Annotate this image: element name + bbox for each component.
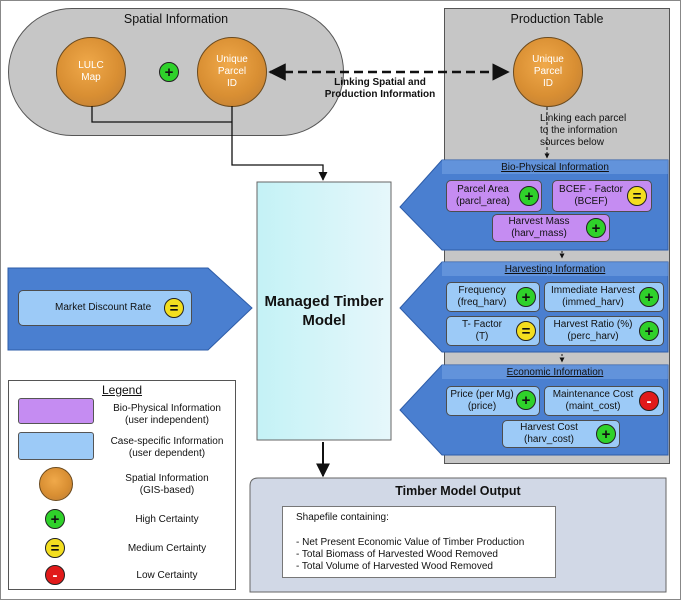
lulc-map-label: LULC Map (78, 60, 104, 83)
link-label: Linking Spatial and Production Informati… (324, 77, 436, 100)
legend-label-medium: Medium Certainty (127, 543, 207, 554)
legend-label-biophysical: Bio-Physical Information (user independe… (113, 403, 221, 426)
high-certainty-icon: + (516, 390, 536, 410)
model-title: Managed Timber Model (264, 293, 384, 329)
output-title: Timber Model Output (395, 484, 521, 498)
output-line-3: - Total Volume of Harvested Wood Removed (296, 561, 493, 572)
legend-medium-certainty-icon: = (45, 538, 65, 558)
production-parcel-id-node: Unique Parcel ID (513, 37, 583, 107)
legend-low-certainty-icon: - (45, 565, 65, 585)
frequency-label: Frequency (freq_harv) (457, 285, 507, 308)
production-parcel-id-label: Unique Parcel ID (532, 54, 564, 89)
price-label: Price (per Mg) (price) (450, 389, 514, 412)
legend-label-case-specific: Case-specific Information (user dependen… (110, 436, 224, 459)
biophysical-title: Bio-Physical Information (501, 162, 609, 173)
harvest-ratio-label: Harvest Ratio (%) (perc_harv) (553, 319, 633, 342)
high-certainty-icon: + (586, 218, 606, 238)
harvest-cost-label: Harvest Cost (harv_cost) (520, 422, 578, 445)
harvesting-title: Harvesting Information (504, 264, 606, 275)
bcef-factor-label: BCEF - Factor (BCEF) (559, 184, 623, 207)
economic-title: Economic Information (506, 367, 604, 378)
output-line-2: - Total Biomass of Harvested Wood Remove… (296, 549, 498, 560)
legend-high-certainty-icon: + (45, 509, 65, 529)
legend-swatch-biophysical (18, 398, 94, 424)
legend-label-spatial: Spatial Information (GIS-based) (125, 473, 209, 496)
spatial-information-title: Spatial Information (123, 12, 229, 26)
high-certainty-icon: + (516, 287, 536, 307)
lulc-connector (91, 106, 232, 123)
spatial-parcel-id-node: Unique Parcel ID (197, 37, 267, 107)
medium-certainty-icon: = (164, 298, 184, 318)
medium-certainty-icon: = (516, 321, 536, 341)
legend-title: Legend (101, 383, 143, 397)
harvest-mass-label: Harvest Mass (harv_mass) (508, 216, 570, 239)
high-certainty-icon: + (639, 321, 659, 341)
low-certainty-icon: - (639, 391, 659, 411)
spatial-parcel-id-label: Unique Parcel ID (216, 54, 248, 89)
maintenance-cost-label: Maintenance Cost (maint_cost) (552, 389, 634, 412)
output-content-box (282, 506, 556, 578)
t-factor-label: T- Factor (T) (461, 319, 502, 342)
legend-swatch-case-specific (18, 432, 94, 460)
legend-label-high: High Certainty (135, 514, 199, 525)
high-certainty-icon: + (639, 287, 659, 307)
immediate-harvest-label: Immediate Harvest (immed_harv) (551, 285, 635, 308)
production-linking-note: Linking each parcel to the information s… (540, 113, 627, 148)
high-certainty-icon: + (596, 424, 616, 444)
medium-certainty-icon: = (627, 186, 647, 206)
production-table-title: Production Table (510, 12, 604, 26)
market-discount-rate-box: Market Discount Rate (18, 290, 192, 326)
managed-timber-model-box (256, 181, 392, 441)
spatial-to-model-arrow (231, 106, 328, 181)
market-discount-rate-label: Market Discount Rate (55, 302, 152, 313)
legend-label-low: Low Certainty (136, 570, 198, 581)
parcel-area-label: Parcel Area (parcl_area) (456, 184, 510, 207)
plus-icon: + (159, 62, 179, 82)
output-intro: Shapefile containing: (296, 512, 389, 523)
high-certainty-icon: + (519, 186, 539, 206)
lulc-map-node: LULC Map (56, 37, 126, 107)
output-line-1: - Net Present Economic Value of Timber P… (296, 537, 525, 548)
legend-swatch-spatial (39, 467, 73, 501)
